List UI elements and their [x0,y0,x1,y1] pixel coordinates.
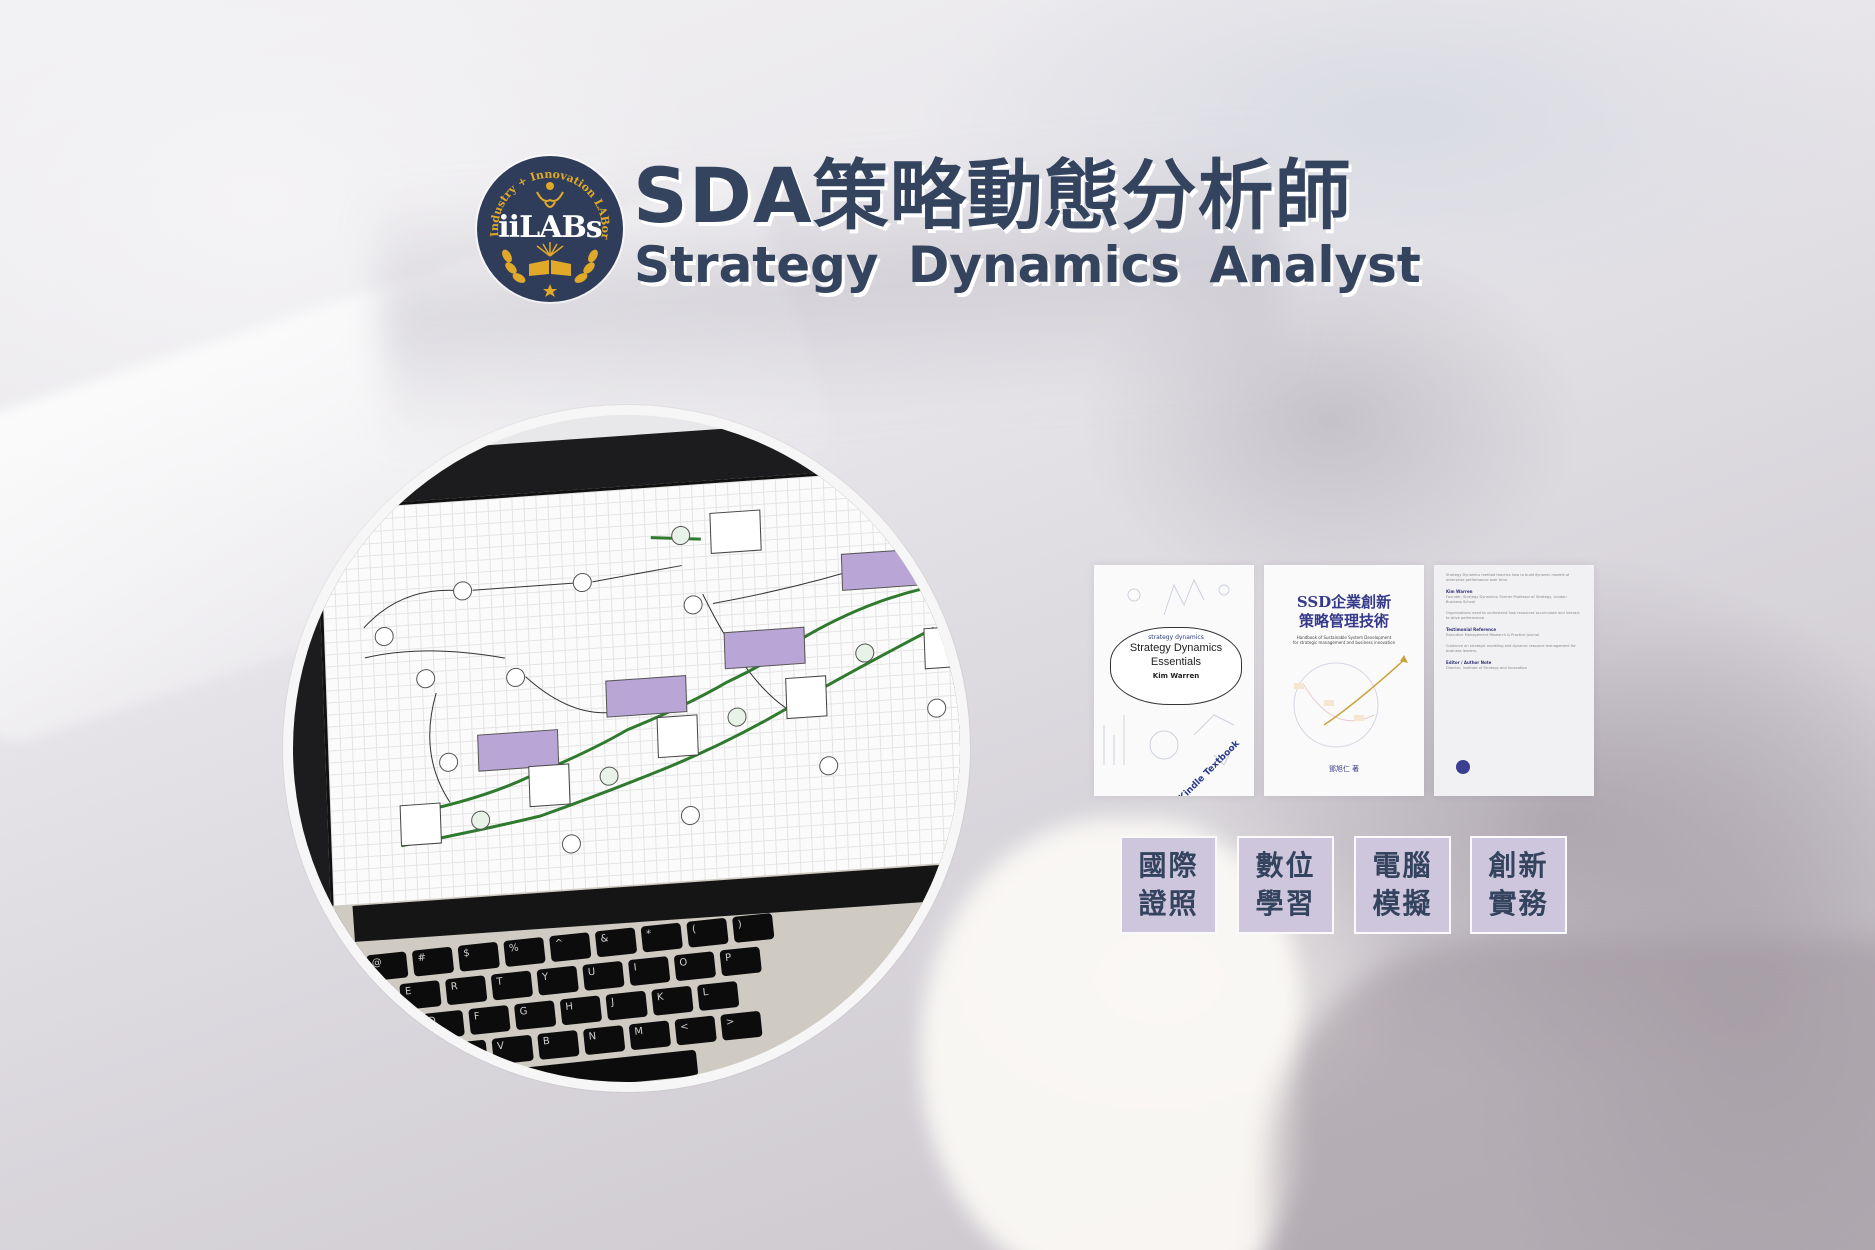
badge-computer-simulation: 電腦 模擬 [1354,836,1451,934]
sketch-illustration-icon [1103,578,1235,766]
key: N [582,1025,626,1056]
book3-text: Strategy Dynamics method teaches how to … [1446,573,1582,677]
key: A [330,1019,374,1050]
book2-title-line1: SSD企業創新 [1296,593,1392,611]
key: > [720,1010,763,1041]
key: B [537,1029,580,1060]
badge-line1: 電腦 [1372,849,1433,882]
book3-paragraph: Strategy Dynamics method teaches how to … [1446,573,1570,582]
book2-subtitle-line1: Handbook of Sustainable System Developme… [1296,635,1392,640]
key: X [399,1044,443,1075]
badge-international-certification: 國際 證照 [1120,836,1217,934]
badge-line2: 實務 [1488,887,1549,920]
key: % [503,936,546,967]
key: K [651,985,694,1016]
key: G [513,1000,557,1031]
key: U [582,960,625,991]
book-cover-strategy-dynamics-essentials: strategy dynamics Strategy Dynamics Esse… [1094,565,1254,796]
key: # [411,946,455,977]
publisher-logo-icon [1456,760,1470,774]
book2-title: SSD企業創新 策略管理技術 [1264,593,1424,631]
book3-heading: Kim Warren [1446,589,1473,594]
key: ^ [549,932,592,963]
book3-paragraph: Guidance on strategic modeling and dynam… [1446,644,1576,653]
book3-paragraph: Executive Management Research & Practice… [1446,633,1539,637]
book1-author: Kim Warren [1152,672,1200,680]
book3-paragraph: Director, Institute of Strategy and Inno… [1446,666,1527,670]
laptop-screen-diagram [316,462,960,914]
key: W [353,984,396,1015]
key: R [444,975,488,1006]
key: C [445,1039,489,1070]
key: $ [457,941,501,972]
key: J [605,990,648,1021]
logo-brand-text: iiLABs [498,210,602,245]
key: V [491,1034,534,1065]
badge-line2: 模擬 [1372,887,1433,920]
key: P [719,946,762,977]
book2-title-line2: 策略管理技術 [1298,612,1389,630]
book3-heading: Editor / Author Note [1446,660,1492,665]
book3-paragraph: Organizations need to understand how res… [1446,611,1580,620]
laptop-photo: esc ! @ # $ % ^ & * ( ) Q W E R T Y U I [293,415,960,1082]
book2-subtitle-line2: for strategic management and business in… [1292,640,1396,645]
badge-line1: 數位 [1255,849,1316,882]
badge-line2: 學習 [1255,887,1316,920]
cycle-diagram-icon [1293,655,1408,748]
key: esc [293,960,318,992]
book3-paragraph: Founder, Strategy Dynamics; Former Profe… [1446,595,1567,604]
book1-brand: strategy dynamics [1148,634,1204,641]
book-back-cover: Strategy Dynamics method teaches how to … [1434,565,1594,796]
badge-line1: 創新 [1488,849,1549,882]
key: I [627,956,671,987]
badge-line1: 國際 [1138,849,1199,882]
book-cover-ssd-strategy: SSD企業創新 策略管理技術 Handbook of Sustainable S… [1264,565,1424,796]
key: Q [307,989,351,1020]
stock-flow-diagram-icon [363,509,960,854]
key: * [640,922,684,953]
book3-heading: Testimonial Reference [1446,627,1497,632]
key: @ [366,951,409,982]
key: & [594,927,638,958]
key: Y [536,965,579,996]
key: L [696,980,740,1011]
key: Z [354,1049,397,1080]
key: T [490,970,534,1001]
logo-emblem-icon: Industry + Innovation LABoratories [477,156,612,297]
background-sleeve [1270,940,1875,1250]
iilabs-logo: Industry + Innovation LABoratories iiLAB… [477,156,623,302]
badge-innovation-practice: 創新 實務 [1470,836,1567,934]
key: O [673,951,717,982]
key: ! [320,956,363,987]
key: H [559,995,603,1026]
background-hand [920,820,1300,1250]
key: F [468,1004,511,1036]
key: M [628,1020,672,1051]
page-title-chinese: SDA策略動態分析師 [633,151,1352,240]
book1-title: Strategy Dynamics Essentials [1129,642,1223,668]
book2-subtitle: Handbook of Sustainable System Developme… [1272,635,1416,645]
key: ( [686,917,729,948]
laptop-photo-circle: esc ! @ # $ % ^ & * ( ) Q W E R T Y U I [283,405,970,1092]
book1-title-bubble: strategy dynamics Strategy Dynamics Esse… [1110,627,1242,705]
badge-digital-learning: 數位 學習 [1237,836,1334,934]
key: < [674,1015,717,1046]
key: S [376,1014,420,1045]
page-title-english: Strategy Dynamics Analyst [634,236,1421,294]
key: D [422,1009,465,1040]
book2-author: 鄧旭仁 著 [1328,765,1360,773]
badge-line2: 證照 [1138,887,1199,920]
key: E [399,980,442,1011]
key: ) [731,912,775,943]
